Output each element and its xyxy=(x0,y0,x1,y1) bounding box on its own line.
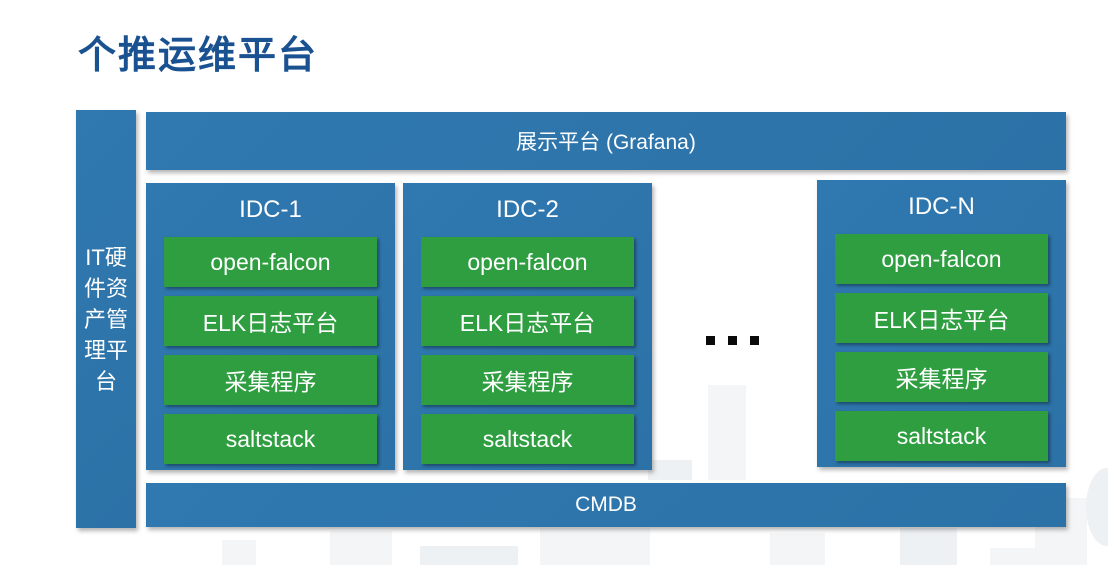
box-elk-log-platform: ELK日志平台 xyxy=(164,296,377,346)
box-saltstack: saltstack xyxy=(835,411,1048,461)
skyline-building-watermark xyxy=(648,460,692,480)
skyline-building-watermark xyxy=(770,533,825,565)
skyline-building-watermark xyxy=(330,531,392,565)
skyline-building-watermark xyxy=(420,546,518,565)
skyline-tower-watermark xyxy=(708,385,746,480)
box-collector-program: 采集程序 xyxy=(835,352,1048,402)
page-title: 个推运维平台 xyxy=(78,35,319,77)
skyline-building-watermark xyxy=(990,548,1038,565)
idc-panel-title: IDC-1 xyxy=(239,196,302,223)
skyline-balloon-watermark xyxy=(1086,468,1108,546)
box-saltstack: saltstack xyxy=(421,414,634,464)
skyline-building-watermark xyxy=(222,540,256,565)
ellipsis-dot xyxy=(750,336,759,345)
box-saltstack: saltstack xyxy=(164,414,377,464)
it-asset-platform-line: 理平 xyxy=(83,337,128,363)
ellipsis xyxy=(706,336,759,345)
idc-2-panel: IDC-2 open-falcon ELK日志平台 采集程序 saltstack xyxy=(403,183,652,470)
box-open-falcon: open-falcon xyxy=(835,234,1048,284)
it-asset-platform-bar: IT硬 件资 产管 理平 台 xyxy=(76,110,136,528)
it-asset-platform-line: 产管 xyxy=(83,306,128,332)
skyline-building-watermark xyxy=(900,528,957,565)
display-platform-label: 展示平台 (Grafana) xyxy=(516,131,696,154)
cmdb-label: CMDB xyxy=(575,493,637,516)
skyline-building-watermark xyxy=(540,528,650,565)
cmdb-bar: CMDB xyxy=(146,483,1066,527)
box-collector-program: 采集程序 xyxy=(164,355,377,405)
it-asset-platform-line: IT硬 xyxy=(85,244,127,270)
idc-panel-title: IDC-N xyxy=(908,193,975,220)
box-open-falcon: open-falcon xyxy=(164,237,377,287)
it-asset-platform-line: 件资 xyxy=(83,275,128,301)
box-collector-program: 采集程序 xyxy=(421,355,634,405)
display-platform-bar: 展示平台 (Grafana) xyxy=(146,112,1066,170)
idc-1-panel: IDC-1 open-falcon ELK日志平台 采集程序 saltstack xyxy=(146,183,395,470)
it-asset-platform-line: 台 xyxy=(94,368,117,394)
ellipsis-dot xyxy=(728,336,737,345)
idc-n-panel: IDC-N open-falcon ELK日志平台 采集程序 saltstack xyxy=(817,180,1066,467)
box-elk-log-platform: ELK日志平台 xyxy=(835,293,1048,343)
ellipsis-dot xyxy=(706,336,715,345)
box-elk-log-platform: ELK日志平台 xyxy=(421,296,634,346)
idc-panel-title: IDC-2 xyxy=(496,196,559,223)
box-open-falcon: open-falcon xyxy=(421,237,634,287)
